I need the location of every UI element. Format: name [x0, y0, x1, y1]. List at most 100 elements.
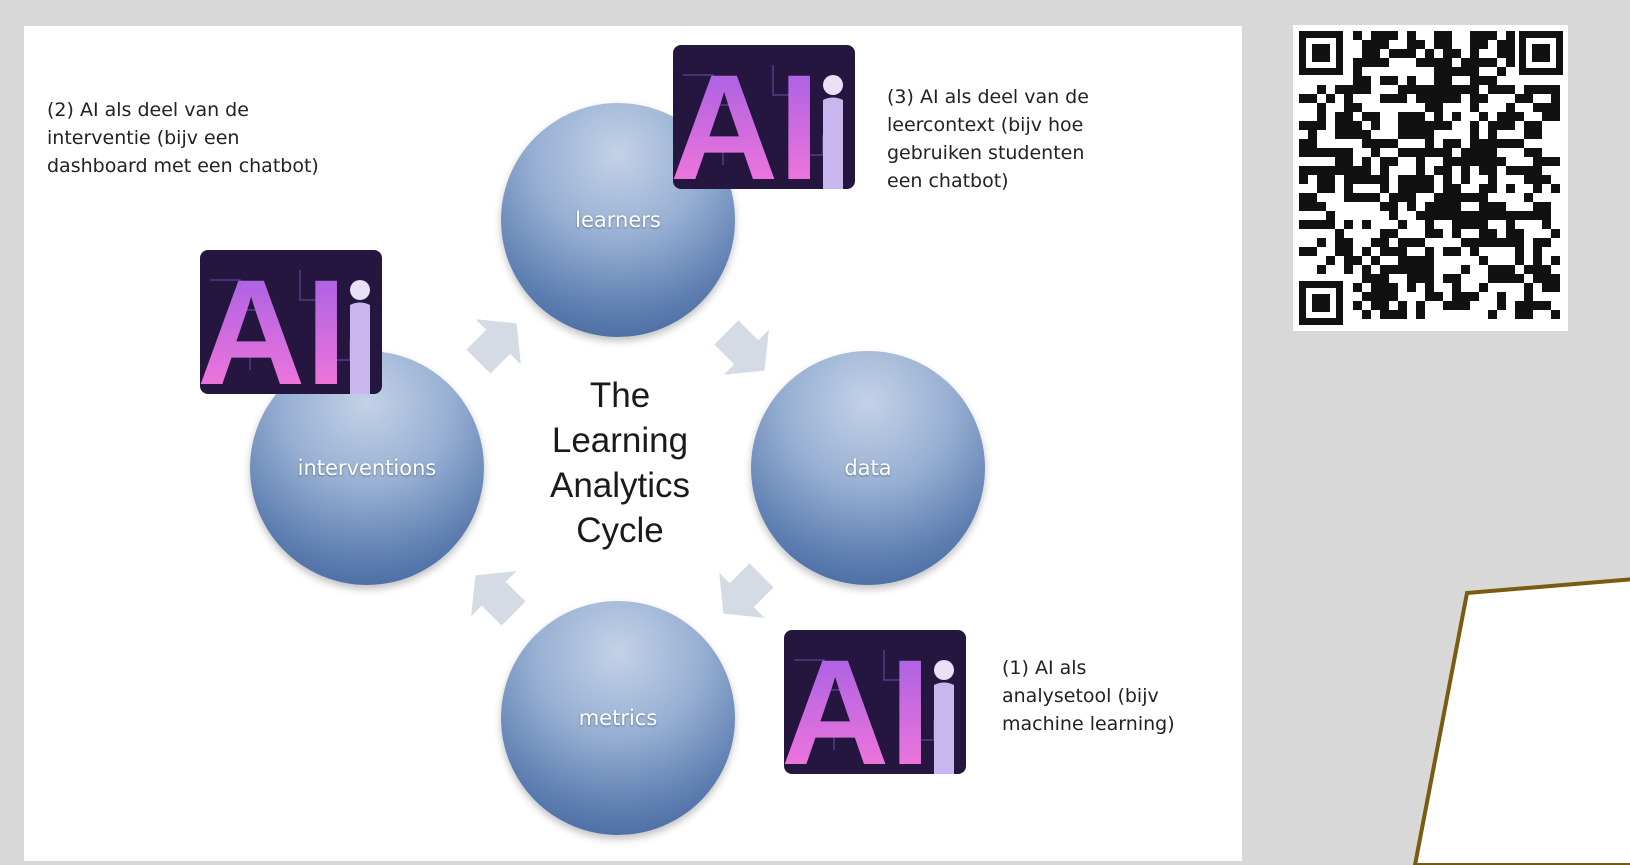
qr-module — [1407, 202, 1416, 211]
qr-module — [1416, 130, 1425, 139]
qr-module — [1344, 130, 1353, 139]
qr-module — [1299, 193, 1308, 202]
node-data: data — [751, 351, 985, 585]
qr-module — [1443, 139, 1452, 148]
qr-module — [1425, 85, 1434, 94]
qr-module — [1326, 94, 1335, 103]
qr-module — [1389, 265, 1398, 274]
qr-module — [1452, 220, 1461, 229]
qr-module — [1380, 229, 1389, 238]
qr-module — [1371, 274, 1380, 283]
qr-module — [1479, 211, 1488, 220]
qr-module — [1425, 274, 1434, 283]
qr-module — [1506, 274, 1515, 283]
qr-module — [1353, 130, 1362, 139]
qr-module — [1443, 49, 1452, 58]
qr-module — [1434, 193, 1443, 202]
qr-module — [1326, 148, 1335, 157]
qr-module — [1479, 112, 1488, 121]
annotation-line: een chatbot) — [887, 170, 1009, 192]
annotation-line: dashboard met een chatbot) — [47, 155, 319, 177]
annotation-line: leercontext (bijv hoe — [887, 114, 1084, 136]
qr-module — [1497, 211, 1506, 220]
qr-module — [1425, 220, 1434, 229]
qr-module — [1488, 202, 1497, 211]
qr-module — [1317, 103, 1326, 112]
qr-module — [1533, 256, 1542, 265]
qr-module — [1416, 256, 1425, 265]
annotation-context: (3) AI als deel van de leercontext (bijv… — [887, 83, 1089, 195]
qr-module — [1389, 283, 1398, 292]
qr-module — [1434, 103, 1443, 112]
qr-module — [1389, 310, 1398, 319]
qr-module — [1470, 247, 1479, 256]
qr-module — [1425, 58, 1434, 67]
qr-module — [1353, 256, 1362, 265]
qr-module — [1434, 94, 1443, 103]
qr-module — [1470, 148, 1479, 157]
qr-module — [1317, 121, 1326, 130]
qr-module — [1389, 202, 1398, 211]
qr-module — [1389, 94, 1398, 103]
qr-module — [1353, 31, 1362, 40]
qr-module — [1551, 85, 1560, 94]
qr-module — [1407, 76, 1416, 85]
qr-module — [1497, 112, 1506, 121]
qr-module — [1524, 94, 1533, 103]
qr-module — [1389, 139, 1398, 148]
qr-module — [1551, 103, 1560, 112]
qr-module — [1317, 166, 1326, 175]
qr-module — [1533, 202, 1542, 211]
qr-module — [1335, 112, 1344, 121]
qr-module — [1326, 184, 1335, 193]
qr-module — [1353, 283, 1362, 292]
qr-module — [1434, 40, 1443, 49]
qr-module — [1524, 310, 1533, 319]
qr-module — [1380, 310, 1389, 319]
qr-module — [1542, 112, 1551, 121]
qr-module — [1335, 148, 1344, 157]
title-line: Analytics — [549, 466, 691, 505]
qr-module — [1551, 157, 1560, 166]
qr-module — [1407, 148, 1416, 157]
qr-module — [1452, 202, 1461, 211]
qr-module — [1299, 139, 1308, 148]
qr-module — [1443, 76, 1452, 85]
qr-module — [1353, 67, 1362, 76]
qr-module — [1353, 193, 1362, 202]
qr-module — [1371, 49, 1380, 58]
qr-module — [1524, 166, 1533, 175]
qr-module — [1533, 85, 1542, 94]
qr-module — [1407, 130, 1416, 139]
annotation-line: (3) AI als deel van de — [887, 86, 1089, 108]
qr-module — [1380, 166, 1389, 175]
qr-module — [1416, 157, 1425, 166]
qr-module — [1335, 130, 1344, 139]
qr-module — [1479, 220, 1488, 229]
qr-module — [1344, 94, 1353, 103]
qr-module — [1344, 184, 1353, 193]
qr-module — [1317, 265, 1326, 274]
qr-module — [1407, 274, 1416, 283]
qr-module — [1479, 58, 1488, 67]
qr-module — [1326, 256, 1335, 265]
qr-module — [1308, 166, 1317, 175]
qr-module — [1416, 121, 1425, 130]
qr-module — [1362, 292, 1371, 301]
qr-module — [1398, 247, 1407, 256]
qr-module — [1362, 193, 1371, 202]
qr-module — [1380, 139, 1389, 148]
qr-module — [1371, 112, 1380, 121]
ai-badge-icon: AI — [673, 45, 855, 189]
qr-module — [1443, 184, 1452, 193]
qr-module — [1362, 247, 1371, 256]
qr-module — [1308, 148, 1317, 157]
qr-module — [1353, 58, 1362, 67]
ai-badge-icon: AI — [784, 630, 966, 774]
qr-module — [1506, 121, 1515, 130]
qr-module — [1488, 121, 1497, 130]
qr-module — [1452, 184, 1461, 193]
qr-module — [1362, 76, 1371, 85]
qr-module — [1434, 211, 1443, 220]
qr-module — [1443, 40, 1452, 49]
